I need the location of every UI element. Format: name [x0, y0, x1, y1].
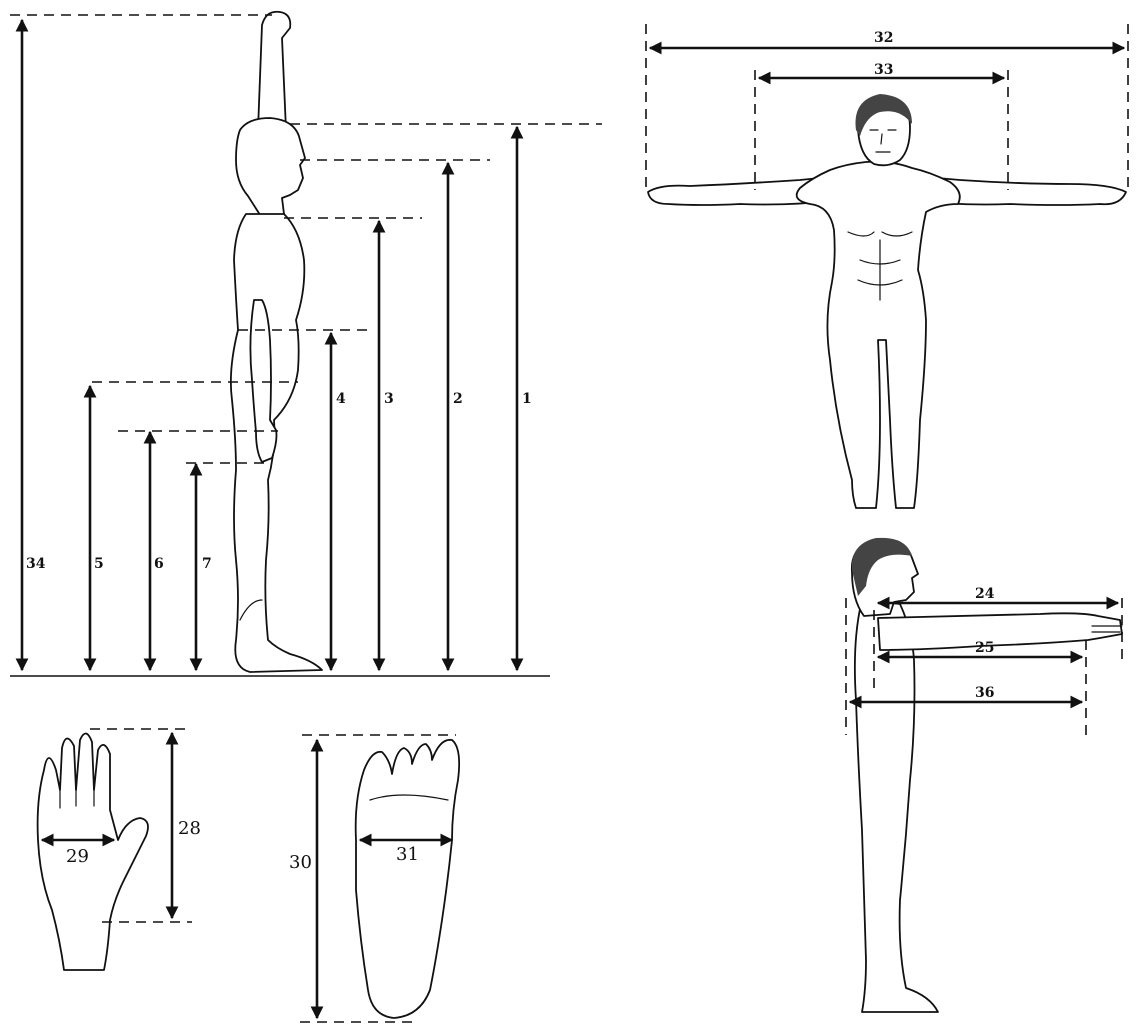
label-1: 1 — [522, 391, 532, 407]
label-36: 36 — [975, 685, 994, 701]
label-33: 33 — [874, 62, 893, 78]
label-2: 2 — [453, 391, 463, 407]
front-figure-arms-out — [648, 94, 1126, 508]
hand-outline — [38, 733, 148, 970]
label-34: 34 — [26, 556, 46, 572]
torso-legs-front — [797, 162, 960, 508]
head-side — [236, 118, 305, 218]
label-31: 31 — [396, 844, 419, 865]
label-28: 28 — [178, 818, 201, 839]
torso-legs-side-right — [855, 600, 938, 1012]
level-lines-left — [10, 15, 602, 463]
raised-arm — [258, 12, 290, 130]
label-24: 24 — [975, 586, 995, 602]
label-29: 29 — [66, 846, 89, 867]
label-30: 30 — [289, 852, 312, 873]
vertical-labels: 34 5 6 7 4 3 2 1 — [26, 391, 532, 572]
label-7: 7 — [202, 556, 212, 572]
hand-figure — [38, 733, 148, 970]
label-6: 6 — [154, 556, 164, 572]
label-3: 3 — [384, 391, 394, 407]
label-32: 32 — [874, 30, 893, 46]
foot-outline — [356, 740, 459, 1018]
label-4: 4 — [336, 391, 346, 407]
label-25: 25 — [975, 640, 994, 656]
label-5: 5 — [94, 556, 104, 572]
foot-figure — [356, 740, 459, 1018]
side-figure-arms-forward — [852, 538, 1122, 1012]
